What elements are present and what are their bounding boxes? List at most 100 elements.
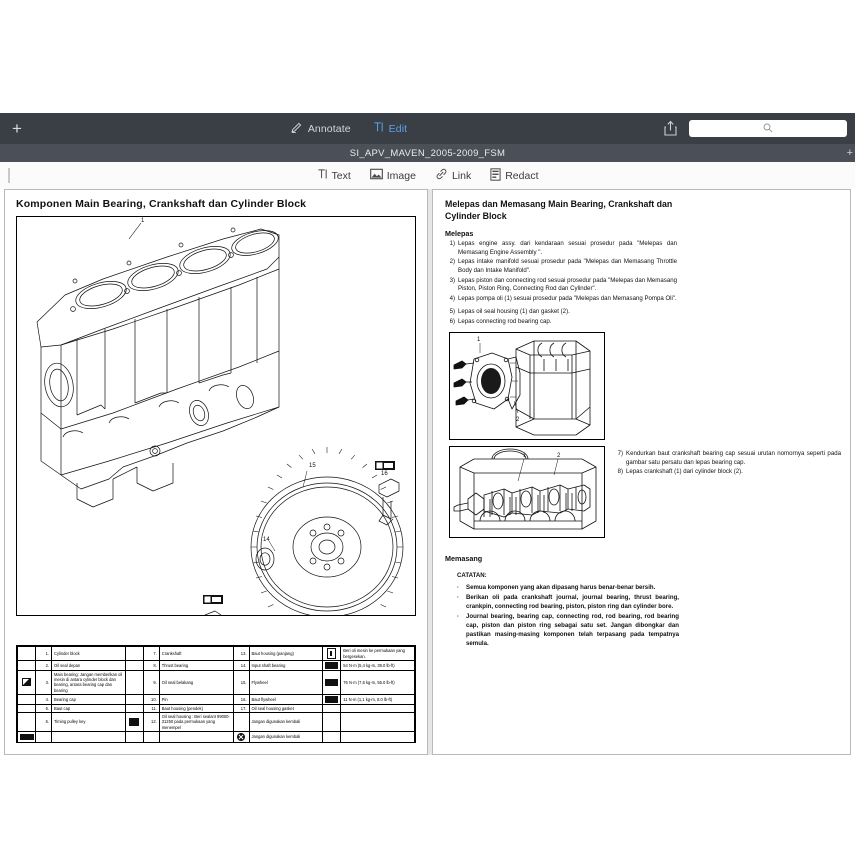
annotate-button[interactable]: Annotate	[290, 121, 351, 137]
key-symbol	[17, 730, 36, 743]
image-tool-label: Image	[386, 169, 416, 182]
item-label: Pin	[158, 693, 234, 705]
document-pages: Komponen Main Bearing, Crankshaft dan Cy…	[0, 189, 855, 769]
table-row: 6. Timing pulley key 12. Oil seal housin…	[17, 712, 415, 732]
redact-tool-button[interactable]: Redact	[490, 167, 539, 184]
document-tab[interactable]: SI_APV_MAVEN_2005-2009_FSM	[349, 147, 506, 159]
sealant-symbol	[124, 712, 144, 732]
share-icon[interactable]	[663, 120, 679, 138]
symbol-cell	[17, 660, 36, 671]
catatan-heading: CATATAN:	[457, 572, 487, 579]
list-item: 5) Lepas oil seal housing (1) dan gasket…	[445, 308, 677, 317]
symbol-cell	[124, 703, 144, 714]
vertical-scrollbar[interactable]	[851, 189, 855, 769]
table-row: 3. Main bearing: Jangan memberikan oli m…	[17, 670, 415, 695]
search-input[interactable]	[689, 120, 847, 137]
link-tool-label: Link	[451, 169, 472, 182]
svg-text:16: 16	[381, 471, 388, 477]
new-tab-button[interactable]: +	[846, 147, 853, 159]
item-label	[158, 730, 234, 743]
symbol-cell	[124, 730, 144, 743]
bullet-text: Semua komponen yang akan dipasang harus …	[466, 583, 656, 591]
item-number	[35, 730, 52, 743]
melepas-heading: Melepas	[445, 229, 474, 238]
callout-1: 1	[523, 453, 527, 459]
symbol-label: Beri oli mesin ke permukaan yang bergese…	[340, 646, 415, 661]
symbol-cell	[17, 693, 36, 705]
item-number: 15.	[232, 670, 250, 695]
svg-text:14: 14	[263, 537, 270, 543]
torque-symbol	[322, 660, 342, 671]
note-bullet: · Semua komponen yang akan dipasang haru…	[457, 584, 679, 593]
edit-sub-toolbar: Text Image Link	[0, 162, 855, 190]
toolbar-center-group: Annotate Edit	[34, 121, 663, 137]
figure-crankshaft-in-block: 1 2	[449, 446, 605, 538]
melepas-list-continued: 7) Kendurkan baut crankshaft bearing cap…	[613, 450, 841, 478]
item-number: 2.	[35, 660, 52, 671]
bullet-text: Berikan oli pada crankshaft journal, jou…	[466, 594, 679, 610]
item-label: Timing pulley key	[51, 712, 126, 732]
drawing-symbol-badges	[203, 461, 395, 604]
text-tool-button[interactable]: Text	[317, 168, 351, 183]
item-number: 8)	[617, 468, 623, 476]
parts-table: 1. Cylinder block 7. Crankshaft 13. Baut…	[17, 646, 415, 743]
symbol-cell	[17, 703, 36, 714]
text-icon	[317, 168, 328, 183]
toolbar-divider	[8, 168, 10, 183]
item-label: Bearing cap	[51, 693, 126, 705]
item-text: Lepas engine assy. dari kendaraan sesuai…	[458, 240, 677, 256]
symbol-cell	[124, 670, 144, 695]
image-tool-button[interactable]: Image	[369, 168, 416, 183]
figure-2-callouts: 1 2	[523, 453, 561, 459]
section-title: Melepas dan Memasang Main Bearing, Crank…	[445, 199, 673, 221]
annotate-label: Annotate	[307, 122, 351, 135]
item-number: 7)	[617, 450, 623, 457]
bullet-text: Journal bearing, bearing cap, connecting…	[466, 613, 679, 647]
table-row: 2. Oil seal depan 8. Thrust bearing 14. …	[17, 660, 415, 671]
figure-2-drawing: 1 2	[453, 448, 597, 530]
item-label: Oil seal housing gasket	[248, 703, 324, 714]
item-number: 14.	[232, 660, 250, 671]
item-number: 10.	[142, 693, 160, 705]
pencil-icon	[290, 121, 303, 137]
item-label: Oil seal belakang	[158, 670, 234, 695]
figure-oil-seal-housing: 1 2	[449, 332, 605, 440]
item-label: Baut cap	[51, 703, 126, 714]
item-number: 3)	[449, 276, 455, 284]
item-text: Lepas oil seal housing (1) dan gasket (2…	[458, 308, 570, 316]
oil-symbol	[322, 646, 342, 661]
callout-2: 2	[557, 453, 561, 459]
add-button[interactable]: +	[12, 119, 22, 138]
exploded-view-drawing: 1 6 2 14 15 16 11 13 10 17 9 4 5 7	[36, 218, 404, 615]
item-label: Cylinder block	[51, 646, 126, 661]
toolbar-right-group	[663, 120, 855, 138]
list-item: 6) Lepas connecting rod bearing cap.	[445, 318, 677, 327]
link-icon	[435, 168, 448, 183]
item-text: Kendurkan baut crankshaft bearing cap se…	[626, 450, 841, 466]
item-label: Oil seal housing : Beri sealant 99000-31…	[158, 712, 234, 732]
item-label: Jangan digunakan kembali	[248, 712, 324, 732]
item-text: Lepas pompa oli (1) sesuai prosedur pada…	[458, 294, 677, 302]
list-item: 2) Lepas intake manifold sesuai prosedur…	[445, 258, 677, 276]
item-number: 2)	[449, 258, 455, 266]
item-number: 1)	[449, 240, 455, 247]
edit-button[interactable]: Edit	[373, 121, 408, 136]
svg-text:1: 1	[141, 218, 145, 224]
bullet-dot: ·	[457, 613, 460, 621]
item-text: Lepas crankshaft (1) dari cylinder block…	[626, 468, 743, 476]
item-text: Lepas intake manifold sesuai prosedur pa…	[458, 258, 677, 275]
triangle-symbol	[17, 670, 36, 695]
note-bullet: · Journal bearing, bearing cap, connecti…	[457, 613, 679, 648]
item-number: 6.	[35, 712, 52, 732]
list-item: 7) Kendurkan baut crankshaft bearing cap…	[613, 450, 841, 468]
redact-icon	[490, 167, 501, 184]
item-number: 16.	[232, 693, 250, 705]
bullet-dot: ·	[457, 583, 460, 591]
symbol-label: 54 N·m (5,4 kg-m, 39.0 lb-ft)	[340, 660, 415, 671]
list-item: 8) Lepas crankshaft (1) dari cylinder bl…	[613, 468, 841, 477]
link-tool-button[interactable]: Link	[435, 168, 471, 183]
torque-symbol	[322, 670, 342, 695]
catatan-note: CATATAN: · Semua komponen yang akan dipa…	[457, 572, 679, 650]
edit-tools-group: Text Image Link	[0, 167, 855, 184]
edit-label: Edit	[388, 122, 408, 135]
